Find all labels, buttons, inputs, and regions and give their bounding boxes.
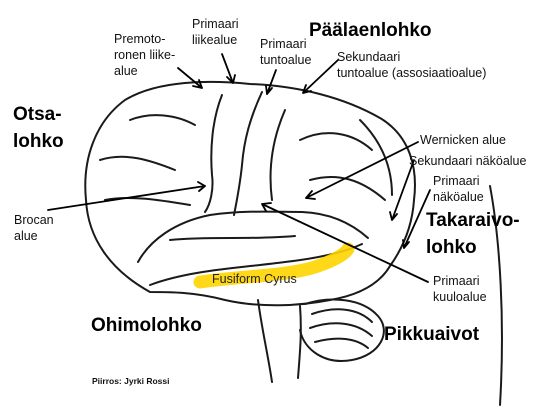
brainstem: [257, 299, 302, 383]
brain-outline: [84, 80, 416, 307]
wernicke-area-label: Wernicken alue: [420, 133, 506, 147]
arrow-premotor: [177, 67, 203, 89]
drawing-credit: Piirros: Jyrki Rossi: [92, 376, 170, 386]
broca-area-label: Brocan alue: [14, 213, 54, 243]
primary-sensory-area-label: Primaari tuntoalue: [260, 37, 312, 67]
parietal-lobe-label: Päälaenlohko: [309, 20, 432, 41]
primary-visual-area-label: Primaari näköalue: [433, 174, 484, 204]
arrow-auditory: [261, 202, 429, 283]
frontal-lobe-label: Otsa- lohko: [13, 104, 64, 152]
arrow-primary-motor: [221, 53, 236, 84]
primary-motor-area-label: Primaari liikealue: [192, 17, 239, 47]
arrow-secondary-sensory: [302, 59, 339, 94]
cerebellum-outline: [299, 298, 385, 362]
arrow-broca: [47, 181, 206, 211]
arrow-secondary-visual: [389, 159, 415, 221]
occipital-lobe-label: Takaraivo- lohko: [426, 210, 520, 258]
cerebellum-label: Pikkuaivot: [384, 324, 480, 345]
fusiform-gyrus-label: Fusiform Cyrus: [212, 272, 297, 286]
arrow-primary-visual: [402, 189, 431, 249]
primary-auditory-area-label: Primaari kuuloalue: [433, 274, 487, 304]
central-sulcus: [233, 91, 263, 216]
secondary-sensory-area-label: Sekundaari tuntoalue (assosiaatioalue): [337, 50, 487, 80]
secondary-visual-area-label: Sekundaari näköalue: [409, 154, 527, 168]
temporal-lobe-label: Ohimolohko: [91, 315, 202, 336]
lateral-sulcus: [137, 210, 369, 263]
arrow-primary-sensory: [265, 69, 277, 95]
fusiform-highlight: [193, 242, 355, 289]
arrow-wernicke: [305, 141, 419, 200]
premotor-area-label: Premoto- ronen liike- alue: [114, 32, 176, 78]
